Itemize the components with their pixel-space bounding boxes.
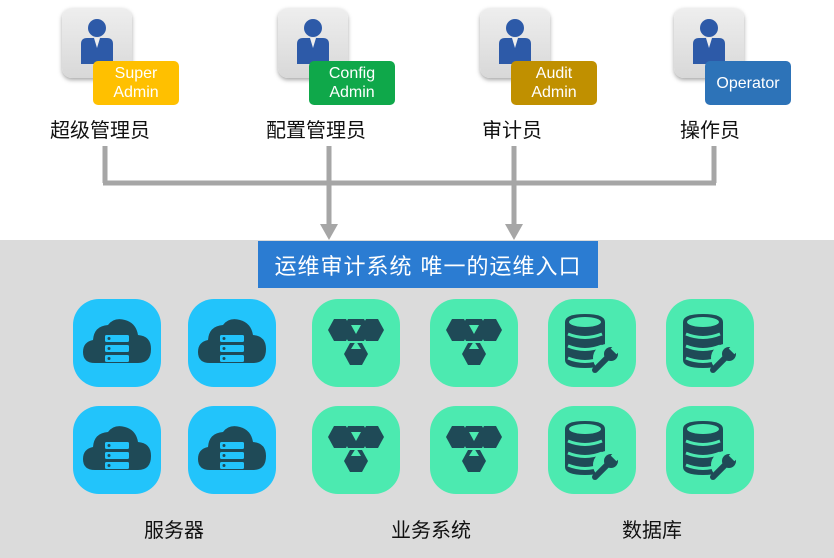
server-tile	[73, 406, 161, 494]
hexagon-cluster-icon	[446, 426, 502, 472]
user-icon	[693, 19, 725, 64]
badge-line: Super	[114, 65, 158, 82]
hexagon-cluster-icon	[328, 319, 384, 365]
hexagon-cluster-icon	[446, 319, 502, 365]
role-badge: Operator	[705, 61, 791, 105]
group-label-servers: 服务器	[144, 518, 204, 542]
role-operator: Operator 操作员	[662, 6, 792, 146]
badge-line: Admin	[329, 84, 375, 101]
business-system-tile	[312, 299, 400, 387]
server-tile	[188, 299, 276, 387]
role-super-admin: Super Admin 超级管理员	[50, 6, 180, 146]
server-tile	[188, 406, 276, 494]
arrow-head	[320, 224, 338, 240]
role-audit-admin: Audit Admin 审计员	[468, 6, 598, 146]
badge-line: Operator	[716, 74, 780, 92]
arrow-head	[505, 224, 523, 240]
business-system-tile	[430, 299, 518, 387]
badge-line: Audit	[535, 65, 573, 82]
badge-line: Admin	[531, 84, 577, 101]
database-tile	[548, 299, 636, 387]
database-wrench-icon	[565, 314, 621, 373]
role-label: 操作员	[680, 118, 740, 142]
role-badge: Config Admin	[309, 61, 395, 105]
cloud-server-icon	[198, 426, 266, 470]
role-badge: Super Admin	[93, 61, 179, 105]
user-icon	[81, 19, 113, 64]
cloud-server-icon	[198, 319, 266, 363]
hexagon-cluster-icon	[328, 426, 384, 472]
role-label: 超级管理员	[50, 118, 150, 142]
group-label-databases: 数据库	[622, 518, 682, 542]
business-system-tile	[430, 406, 518, 494]
system-banner: 运维审计系统 唯一的运维入口	[258, 241, 598, 288]
user-icon	[499, 19, 531, 64]
resource-panel	[0, 240, 834, 558]
role-label: 配置管理员	[266, 118, 366, 142]
system-title: 运维审计系统 唯一的运维入口	[274, 254, 582, 280]
role-badge: Audit Admin	[511, 61, 597, 105]
server-tile	[73, 299, 161, 387]
role-config-admin: Config Admin 配置管理员	[266, 6, 396, 146]
database-tile	[666, 406, 754, 494]
database-tile	[548, 406, 636, 494]
cloud-server-icon	[83, 319, 151, 363]
role-label: 审计员	[482, 118, 542, 142]
user-icon	[297, 19, 329, 64]
database-wrench-icon	[683, 421, 739, 480]
group-label-business-systems: 业务系统	[391, 518, 471, 542]
business-system-tile	[312, 406, 400, 494]
badge-line: Config	[328, 65, 376, 82]
database-wrench-icon	[565, 421, 621, 480]
database-wrench-icon	[683, 314, 739, 373]
cloud-server-icon	[83, 426, 151, 470]
badge-line: Admin	[113, 84, 159, 101]
database-tile	[666, 299, 754, 387]
